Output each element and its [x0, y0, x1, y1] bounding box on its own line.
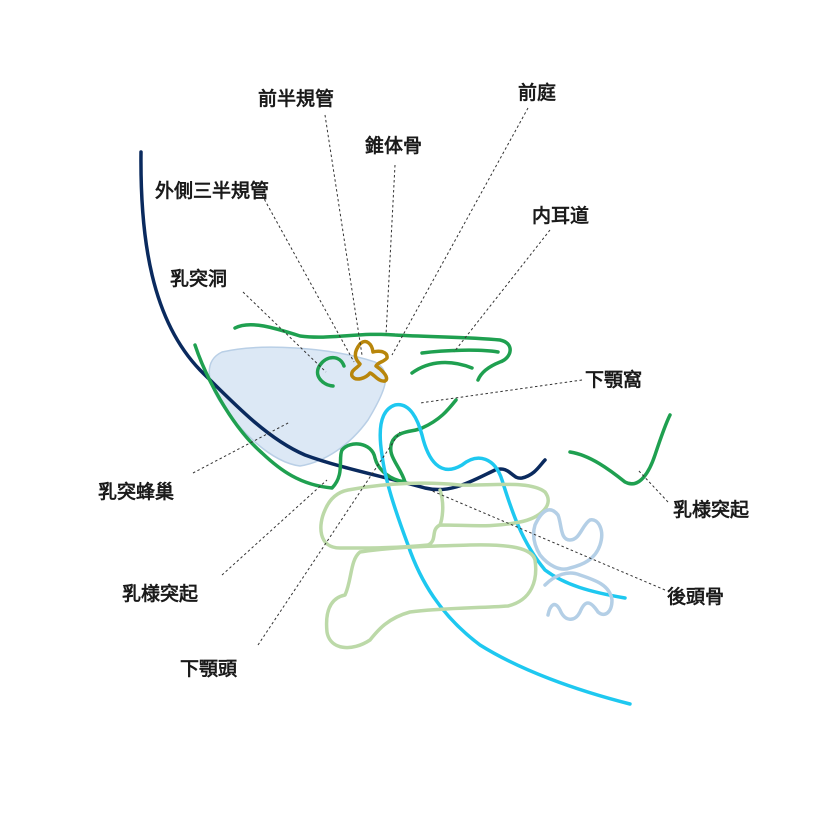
- vertebra-c1: [319, 481, 550, 550]
- leader-anterior-canal: [324, 114, 363, 356]
- label-occipital-bone: 後頭骨: [667, 585, 724, 608]
- leader-styloid-right: [637, 469, 669, 503]
- internal-auditory-canal-upper: [420, 348, 500, 355]
- label-lateral-semicircular-canal: 外側三半規管: [155, 179, 269, 202]
- label-anterior-semicircular-canal: 前半規管: [258, 87, 334, 110]
- temporal-bone-lower-outline: [193, 343, 458, 490]
- ossicle-shape: [349, 339, 389, 383]
- leader-iac: [453, 229, 551, 353]
- leader-lines: [192, 107, 669, 646]
- vertebra-c2: [324, 543, 538, 650]
- label-mastoid-process-left: 乳様突起: [122, 582, 199, 605]
- leader-antrum: [242, 291, 327, 373]
- leader-lateral-canal: [261, 194, 355, 363]
- styloid-curve-right: [568, 413, 672, 486]
- leader-mastoid-left: [221, 479, 328, 576]
- vertebra-sketch-lower: [543, 571, 614, 621]
- label-internal-auditory-canal: 内耳道: [532, 204, 589, 227]
- leader-mandibular-fossa: [419, 379, 583, 404]
- internal-auditory-canal-line: [410, 360, 474, 375]
- label-mandibular-fossa: 下顎窩: [585, 368, 642, 391]
- occipital-bone-line: [378, 403, 632, 706]
- leader-vestibule: [391, 107, 529, 356]
- skull-outline: [139, 150, 547, 492]
- label-mastoid-antrum: 乳突洞: [170, 267, 227, 290]
- lateral-canal-loop: [315, 355, 346, 388]
- leader-mastoid-cells: [192, 421, 291, 474]
- label-mandibular-condyle: 下顎頭: [180, 658, 238, 680]
- vertebra-sketch: [531, 508, 604, 571]
- vertebra-lower-edge: [438, 488, 445, 527]
- label-styloid-process-right: 乳様突起: [673, 498, 750, 521]
- label-incus: 錐体骨: [365, 134, 422, 157]
- leader-incus: [385, 164, 396, 336]
- label-vestibule: 前庭: [518, 81, 556, 104]
- label-mastoid-cells: 乳突蜂巢: [98, 480, 175, 503]
- temporal-bone-outline: [233, 322, 512, 382]
